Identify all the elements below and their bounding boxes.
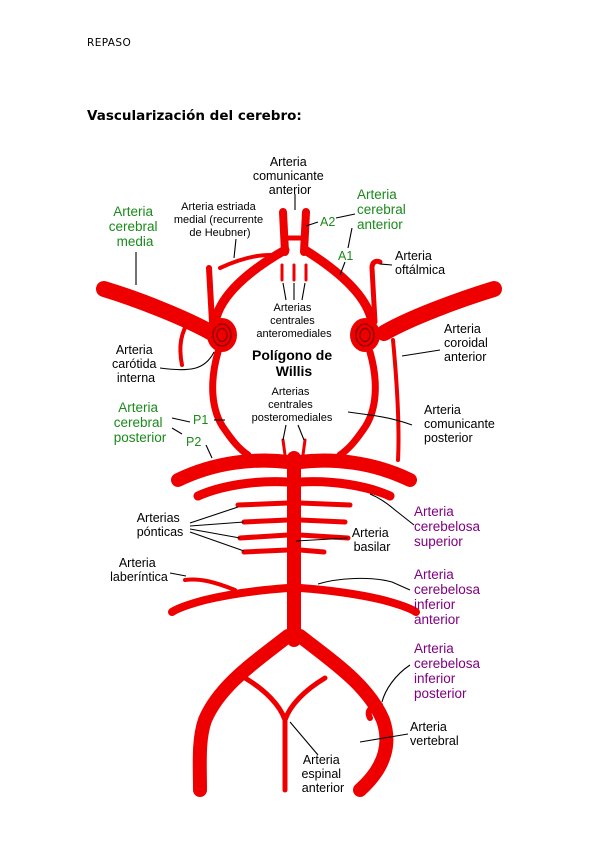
label-internal-carotid: Arteria carótida interna xyxy=(112,343,160,385)
label-posterior-communicating: Arteria comunicante posterior xyxy=(424,403,498,445)
page-header: REPASO xyxy=(87,37,132,49)
label-posteromedial-central: Arterias centrales posteromediales xyxy=(252,386,333,424)
labels: Arteria comunicante anterior Arteria est… xyxy=(109,155,498,795)
middle-cerebral-artery-left xyxy=(96,281,220,341)
anterior-inferior-cerebellar-left xyxy=(168,584,292,616)
anterior-choroidal-left xyxy=(178,318,192,367)
pontine-artery xyxy=(241,517,291,525)
label-posterior-inferior-cerebellar: Arteria cerebelosa inferior posterior xyxy=(414,641,484,701)
label-heubner: Arteria estriada medial (recurrente de H… xyxy=(174,201,266,239)
pontine-artery xyxy=(297,500,353,508)
label-anterior-choroidal: Arteria coroidal anterior xyxy=(444,322,491,364)
posterior-cerebral-right xyxy=(293,453,417,487)
pontine-artery xyxy=(241,547,291,555)
label-posterior-cerebral: Arteria cerebral posterior xyxy=(114,400,167,445)
internal-carotid-right xyxy=(350,318,380,352)
posterior-inferior-cerebellar-right xyxy=(365,702,383,721)
label-anterior-communicating: Arteria comunicante anterior xyxy=(253,155,327,197)
middle-cerebral-artery-right xyxy=(376,281,502,341)
section-title: Vascularización del cerebro: xyxy=(87,108,302,124)
ophthalmic-artery xyxy=(369,258,383,325)
label-basilar: Arteria basilar xyxy=(352,526,392,554)
label-vertebral: Arteria vertebral xyxy=(410,720,459,748)
anterior-cerebral-a2-right xyxy=(300,208,310,256)
label-middle-cerebral: Arteria cerebral media xyxy=(109,204,162,249)
posterior-communicating-left xyxy=(209,348,252,459)
anterior-choroidal-right xyxy=(391,338,401,462)
label-ophthalmic: Arteria oftálmica xyxy=(395,249,445,277)
label-anterior-spinal: Arteria espinal anterior xyxy=(301,753,344,795)
heubner-artery xyxy=(218,253,272,270)
superior-cerebellar-left xyxy=(193,477,293,501)
labyrinthine-artery xyxy=(183,577,237,592)
label-pontine: Arterias pónticas xyxy=(137,511,184,539)
vertebral-artery-right xyxy=(293,629,394,797)
label-anteromedial-central: Arterias centrales anteromediales xyxy=(256,302,332,340)
superior-cerebellar-right xyxy=(295,477,395,501)
posterior-communicating-right xyxy=(336,348,379,459)
label-p2: P2 xyxy=(186,435,201,449)
posterior-cerebral-left xyxy=(171,453,295,487)
anterior-spinal-artery xyxy=(242,675,328,723)
label-labyrinthine: Arteria laberíntica xyxy=(110,556,168,584)
pontine-artery xyxy=(237,532,291,541)
vessels xyxy=(96,208,502,797)
label-superior-cerebellar: Arteria cerebelosa superior xyxy=(414,504,484,549)
pontine-artery xyxy=(297,547,327,555)
internal-carotid-left xyxy=(207,318,237,352)
anterior-cerebral-a1-right xyxy=(300,245,377,327)
label-anterior-inferior-cerebellar: Arteria cerebelosa inferior anterior xyxy=(414,567,484,627)
anterior-cerebral-a1-left xyxy=(210,245,290,327)
label-a1: A1 xyxy=(338,249,353,263)
vertebral-artery-left xyxy=(192,629,295,797)
label-anterior-cerebral: Arteria cerebral anterior xyxy=(357,187,410,232)
pontine-artery xyxy=(297,532,351,541)
label-p1: P1 xyxy=(193,413,208,427)
label-a2: A2 xyxy=(320,215,335,229)
pontine-artery xyxy=(235,500,291,508)
label-circle-of-willis: Polígono de Willis xyxy=(252,347,336,379)
pontine-artery xyxy=(297,517,348,525)
anterior-cerebral-a2-left xyxy=(279,208,289,256)
leader-lines xyxy=(135,194,441,756)
anterior-inferior-cerebellar-right xyxy=(296,584,420,616)
